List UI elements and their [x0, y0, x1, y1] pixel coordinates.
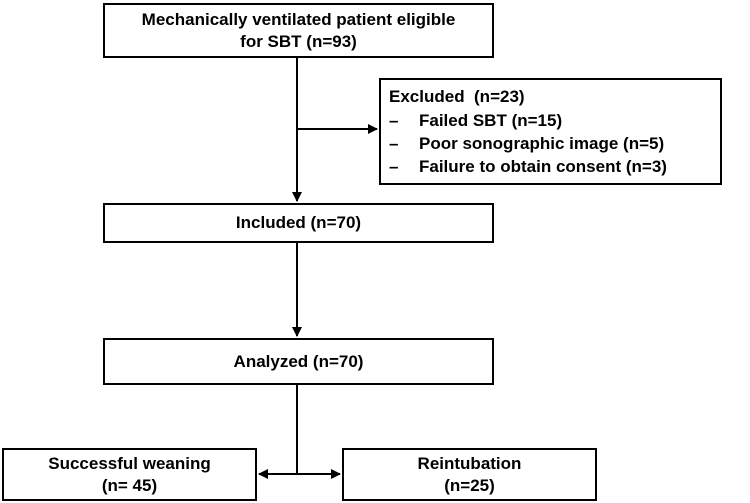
- node-excluded: Excluded (n=23) – Failed SBT (n=15) – Po…: [379, 78, 722, 185]
- excluded-reason: – Poor sonographic image (n=5): [389, 132, 720, 155]
- node-excluded-title: Excluded (n=23): [389, 87, 525, 106]
- excluded-reason-text: Poor sonographic image (n=5): [419, 134, 665, 153]
- node-eligible: Mechanically ventilated patient eligible…: [103, 3, 494, 58]
- node-eligible-line1: Mechanically ventilated patient eligible: [141, 9, 456, 29]
- excluded-reason-text: Failed SBT (n=15): [419, 111, 563, 130]
- excluded-reason-text: Failure to obtain consent (n=3): [419, 157, 667, 176]
- node-reintubation: Reintubation (n=25): [342, 448, 597, 501]
- node-eligible-line2: for SBT (n=93): [240, 31, 357, 51]
- node-analyzed-label: Analyzed (n=70): [233, 351, 364, 371]
- excluded-reason: – Failure to obtain consent (n=3): [389, 155, 720, 178]
- node-successful-weaning: Successful weaning (n= 45): [2, 448, 257, 501]
- excluded-reason: – Failed SBT (n=15): [389, 109, 720, 132]
- bullet-dash: –: [389, 157, 399, 176]
- node-successful-weaning-line2: (n= 45): [101, 475, 158, 495]
- node-reintubation-line2: (n=25): [444, 475, 495, 495]
- node-analyzed: Analyzed (n=70): [103, 338, 494, 385]
- node-reintubation-line1: Reintubation: [417, 453, 522, 473]
- node-successful-weaning-line1: Successful weaning: [48, 453, 211, 473]
- node-included: Included (n=70): [103, 203, 494, 243]
- excluded-reasons-list: – Failed SBT (n=15) – Poor sonographic i…: [389, 109, 720, 178]
- bullet-dash: –: [389, 111, 399, 130]
- bullet-dash: –: [389, 134, 399, 153]
- node-included-label: Included (n=70): [235, 213, 362, 232]
